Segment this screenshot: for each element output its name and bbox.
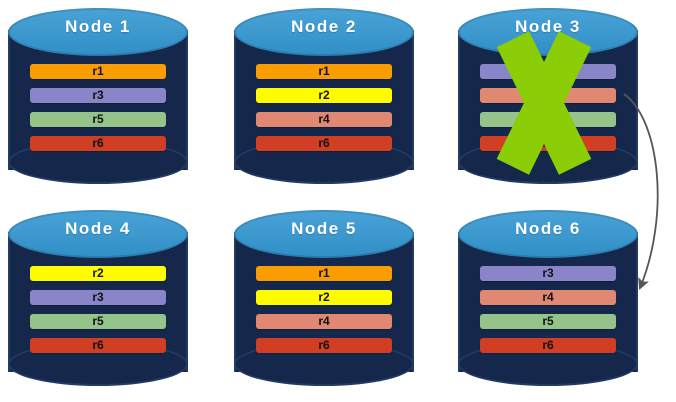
replica-list: r1 r3 r5 r6 (30, 64, 166, 151)
node-cylinder-6[interactable]: Node 6 r3 r4 r5 r6 (458, 210, 638, 390)
replica-list: r1 r2 r4 r6 (256, 266, 392, 353)
replica-bar[interactable]: r4 (480, 88, 616, 103)
cylinder-top-shading (8, 8, 188, 56)
cylinder-top-shading (458, 210, 638, 258)
node-label: Node 6 (515, 219, 581, 238)
node-cylinder-5[interactable]: Node 5 r1 r2 r4 r6 (234, 210, 414, 390)
replica-bar[interactable]: r1 (256, 266, 392, 281)
node-label: Node 5 (291, 219, 357, 238)
replica-list: r1 r2 r4 r6 (256, 64, 392, 151)
cylinder-top-shading (8, 210, 188, 258)
node-cylinder-4[interactable]: Node 4 r2 r3 r5 r6 (8, 210, 188, 390)
replica-list: r2 r3 r5 r6 (30, 266, 166, 353)
replica-bar[interactable]: r3 (480, 266, 616, 281)
replica-bar[interactable]: r6 (480, 136, 616, 151)
node-cylinder-1[interactable]: Node 1 r1 r3 r5 r6 (8, 8, 188, 188)
replica-bar[interactable]: r2 (30, 266, 166, 281)
replica-bar[interactable]: r2 (256, 88, 392, 103)
replica-bar[interactable]: r4 (256, 314, 392, 329)
replica-list: r3 r4 r5 r6 (480, 64, 616, 151)
cylinder-top-shading (234, 210, 414, 258)
replica-bar[interactable]: r6 (256, 136, 392, 151)
cylinder-top-ellipse (8, 8, 188, 56)
node-label: Node 2 (291, 17, 357, 36)
node-cylinder-2[interactable]: Node 2 r1 r2 r4 r6 (234, 8, 414, 188)
replica-bar[interactable]: r5 (30, 314, 166, 329)
replica-bar[interactable]: r6 (30, 136, 166, 151)
replica-bar[interactable]: r5 (30, 112, 166, 127)
replica-bar[interactable]: r1 (30, 64, 166, 79)
replica-bar[interactable]: r3 (480, 64, 616, 79)
replica-bar[interactable]: r6 (480, 338, 616, 353)
cylinder-top-ellipse (458, 210, 638, 258)
replica-bar[interactable]: r2 (256, 290, 392, 305)
replica-bar[interactable]: r5 (480, 314, 616, 329)
replica-bar[interactable]: r3 (30, 290, 166, 305)
replica-list: r3 r4 r5 r6 (480, 266, 616, 353)
cylinder-top-ellipse (234, 8, 414, 56)
node-label: Node 3 (515, 17, 581, 36)
replica-bar[interactable]: r3 (30, 88, 166, 103)
node-label: Node 4 (65, 219, 131, 238)
replica-bar[interactable]: r4 (256, 112, 392, 127)
node-cylinder-3[interactable]: Node 3 r3 r4 r5 r6 (458, 8, 638, 188)
replica-bar[interactable]: r5 (480, 112, 616, 127)
cylinder-top-ellipse (8, 210, 188, 258)
cylinder-top-ellipse (234, 210, 414, 258)
node-label: Node 1 (65, 17, 131, 36)
replica-bar[interactable]: r6 (256, 338, 392, 353)
replica-bar[interactable]: r4 (480, 290, 616, 305)
replica-bar[interactable]: r1 (256, 64, 392, 79)
cylinder-top-shading (234, 8, 414, 56)
replica-bar[interactable]: r6 (30, 338, 166, 353)
